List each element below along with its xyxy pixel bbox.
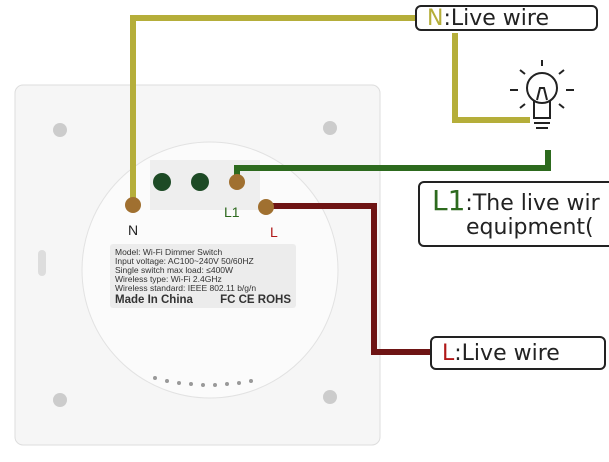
l1-screw <box>229 174 245 190</box>
green-cap <box>153 173 171 191</box>
n-screw <box>125 197 141 213</box>
l-screw <box>258 199 274 215</box>
l-wire <box>266 203 432 355</box>
neutral-wire-lamp <box>452 33 530 123</box>
label-model: Model: Wi-Fi Dimmer Switch <box>115 247 223 257</box>
mount-hole <box>53 393 67 407</box>
label-made: Made In China <box>115 294 193 306</box>
label-input: Input voltage: AC100~240V 50/60HZ <box>115 256 254 266</box>
label-wireless-type: Wireless type: Wi-Fi 2.4GHz <box>115 274 222 284</box>
mount-hole <box>53 123 67 137</box>
terminal-n-label: N <box>128 222 139 238</box>
l1-callout: L1:The live wir equipment( <box>418 181 609 247</box>
light-bulb-icon <box>510 60 574 129</box>
label-load: Single switch max load: ≤400W <box>115 265 234 275</box>
l1-wire <box>234 150 551 178</box>
product-label: Model: Wi-Fi Dimmer Switch Input voltage… <box>110 244 296 308</box>
label-certs: FC CE ROHS <box>220 294 291 306</box>
n-callout: N:Live wire <box>415 5 598 31</box>
neutral-wire <box>130 15 418 200</box>
terminal-l1-label: L1 <box>224 204 240 220</box>
green-cap <box>191 173 209 191</box>
mount-hole <box>323 390 337 404</box>
label-wireless-std: Wireless standard: IEEE 802.11 b/g/n <box>115 283 257 293</box>
l-callout: L:Live wire <box>430 336 606 370</box>
terminal-l-label: L <box>270 224 278 240</box>
mount-hole <box>323 121 337 135</box>
